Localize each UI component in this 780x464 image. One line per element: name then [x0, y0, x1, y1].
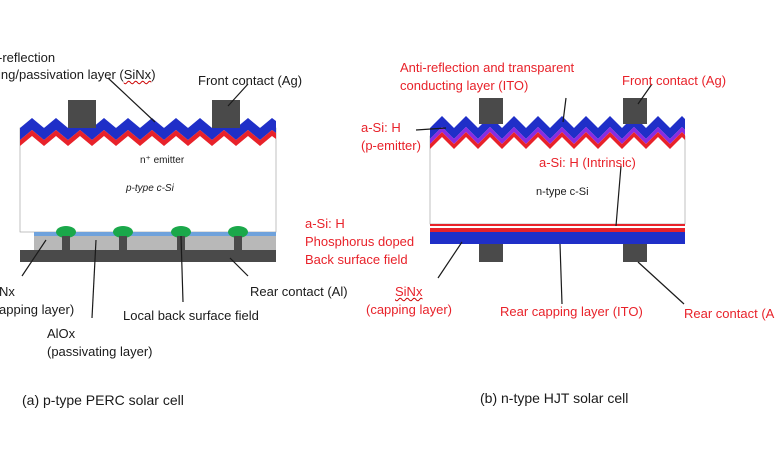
- perc-alox-label-line1: AlOx: [47, 326, 76, 341]
- hjt-n-layer-label-line1: a-Si: H: [305, 216, 345, 231]
- perc-alox-layer: [34, 232, 276, 236]
- perc-front-contact-label: Front contact (Ag): [198, 73, 303, 88]
- hjt-rear-intrinsic-line: [430, 224, 685, 226]
- perc-rear-contact: [20, 250, 276, 262]
- hjt-caption: (b) n-type HJT solar cell: [480, 390, 629, 406]
- perc-bsf-bump-2: [113, 226, 133, 238]
- perc-front-contact-1: [68, 100, 96, 128]
- hjt-leader-lines: [415, 83, 685, 305]
- hjt-intrinsic-label: a-Si: H (Intrinsic): [539, 155, 636, 170]
- hjt-rear-white-gap: [430, 226, 685, 228]
- perc-arc-label-sinx: SiNx: [123, 67, 152, 82]
- perc-rear-contact-plug-1: [62, 236, 70, 250]
- hjt-bulk-label: n-type c-Si: [536, 186, 589, 198]
- perc-bulk-label: p-type c-Si: [126, 183, 174, 194]
- perc-capping-label-line1: Nx: [0, 284, 15, 299]
- hjt-n-layer-label-line3: Back surface field: [305, 252, 408, 267]
- hjt-p-emitter-label-line1: a-Si: H: [361, 120, 401, 135]
- perc-bsf-label: Local back surface field: [123, 308, 259, 323]
- hjt-p-emitter-layer: [430, 127, 685, 144]
- perc-emitter-label: n⁺ emitter: [140, 155, 185, 166]
- perc-capping-label-line2: apping layer): [0, 302, 75, 317]
- hjt-front-contact-1: [479, 98, 503, 124]
- hjt-rear-n-layer: [430, 228, 685, 232]
- perc-leader-lines: [21, 77, 249, 319]
- perc-rear-contact-plug-4: [234, 236, 242, 250]
- perc-caption: (a) p-type PERC solar cell: [22, 392, 184, 408]
- hjt-rear-ito-layer: [430, 232, 685, 244]
- hjt-sinx-label-line2: (capping layer): [366, 302, 452, 317]
- perc-bulk-silicon: [19, 127, 277, 233]
- perc-arc-label-suffix: ): [151, 67, 156, 82]
- perc-arc-label-line2: ing/passivation layer (SiNx): [0, 67, 156, 83]
- perc-sinx-layer: [34, 236, 276, 250]
- perc-emitter-layer: [20, 130, 276, 146]
- perc-bsf-bump-1: [56, 226, 76, 238]
- hjt-front-contact-2: [623, 98, 647, 124]
- hjt-intrinsic-layer: [430, 132, 685, 149]
- hjt-n-layer-label-line2: Phosphorus doped: [305, 234, 415, 249]
- perc-bsf-bump-3: [171, 226, 191, 238]
- perc-alox-label-line2: (passivating layer): [47, 344, 153, 359]
- hjt-rear-contact-1: [479, 244, 503, 262]
- perc-cell: [19, 77, 277, 319]
- perc-arc-label-line1: -reflection: [0, 50, 56, 65]
- hjt-rear-ito-label: Rear capping layer (ITO): [500, 304, 643, 319]
- hjt-bulk-silicon: [429, 135, 686, 225]
- hjt-rear-contact-2: [623, 244, 647, 262]
- hjt-ito-label-line1: Anti-reflection and transparent: [400, 60, 575, 75]
- perc-rear-contact-label: Rear contact (Al): [250, 284, 348, 299]
- hjt-sinx-label-line1: SiNx: [395, 284, 423, 299]
- perc-front-contact-2: [212, 100, 240, 128]
- hjt-cell: [415, 83, 686, 305]
- perc-rear-contact-plug-2: [119, 236, 127, 250]
- hjt-ito-label-line2: conducting layer (ITO): [400, 78, 529, 93]
- perc-arc-label-prefix: ing/passivation layer (: [0, 67, 124, 82]
- hjt-p-emitter-label-line2: (p-emitter): [361, 138, 421, 153]
- perc-bsf-bump-4: [228, 226, 248, 238]
- hjt-front-contact-label: Front contact (Ag): [622, 73, 727, 88]
- hjt-rear-contact-label: Rear contact (A: [684, 306, 775, 321]
